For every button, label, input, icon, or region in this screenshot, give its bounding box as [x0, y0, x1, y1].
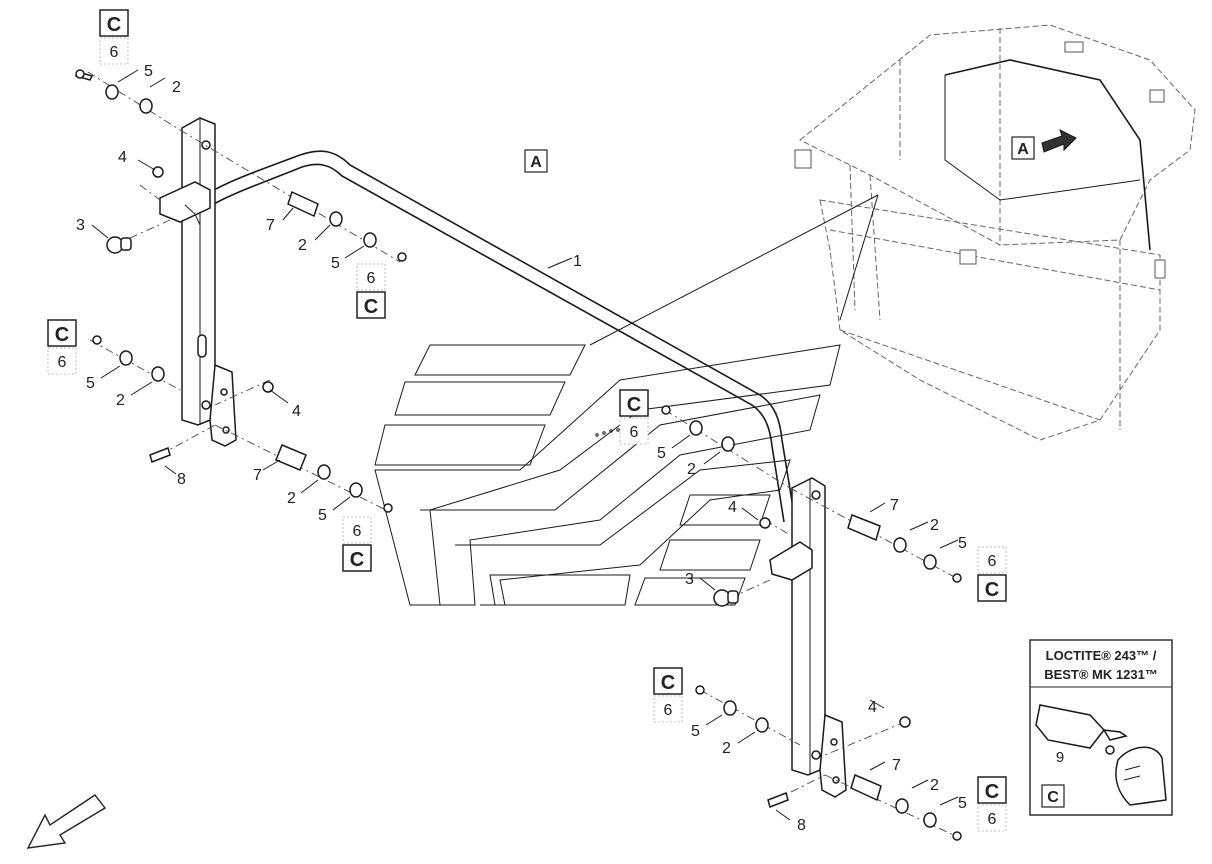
callout-4: 4: [868, 699, 877, 716]
callout-5: 5: [331, 255, 340, 272]
svg-text:C: C: [627, 394, 641, 416]
svg-text:6: 6: [988, 553, 997, 570]
c6-box-top-left: C 6: [99, 9, 129, 65]
legend-callout-9: 9: [1056, 749, 1064, 766]
callout-4: 4: [118, 149, 127, 166]
callout-2: 2: [298, 237, 307, 254]
callout-numbers: 5 2 4 3 7 2 5 1 5 2 4 8 7 2 5 5 2 4 3 7 …: [76, 63, 967, 834]
spacer-icon: [287, 190, 319, 218]
left-upright: [159, 117, 237, 447]
watermark-chevrons: [374, 344, 841, 606]
c6-box-center: C 6: [619, 389, 649, 445]
svg-text:C: C: [661, 672, 675, 694]
svg-text:6: 6: [988, 811, 997, 828]
svg-text:C: C: [364, 296, 378, 318]
callout-7: 7: [892, 757, 901, 774]
callout-2: 2: [687, 461, 696, 478]
svg-text:C: C: [985, 579, 999, 601]
c6-box-bottom-right: C 6: [977, 776, 1007, 832]
callout-8: 8: [797, 817, 806, 834]
hand-rail: [204, 150, 796, 523]
front-direction-arrow-icon: [26, 794, 107, 849]
svg-text:6: 6: [58, 354, 67, 371]
nut-icon: [139, 98, 153, 114]
svg-text:6: 6: [630, 424, 639, 441]
loctite-legend: LOCTITE® 243™ / BEST® MK 1231™ 9 C: [1029, 639, 1173, 816]
svg-text:C: C: [107, 14, 121, 36]
bolt-icon: [74, 69, 94, 81]
callout-5: 5: [318, 507, 327, 524]
callout-1: 1: [573, 253, 582, 270]
callout-7: 7: [253, 467, 262, 484]
svg-text:A: A: [530, 154, 542, 171]
hardware: [74, 69, 962, 841]
callout-5: 5: [144, 63, 153, 80]
c6-box-right-lower-left: C 6: [653, 667, 683, 723]
svg-text:C: C: [350, 549, 364, 571]
callout-5: 5: [86, 375, 95, 392]
callout-2: 2: [930, 777, 939, 794]
callout-2: 2: [172, 79, 181, 96]
svg-text:C: C: [55, 324, 69, 346]
callout-7: 7: [890, 497, 899, 514]
washer-icon: [105, 84, 119, 100]
callout-5: 5: [958, 795, 967, 812]
callout-2: 2: [287, 490, 296, 507]
callout-5: 5: [691, 723, 700, 740]
c6-box-right-upper: 6 C: [977, 546, 1007, 602]
svg-text:6: 6: [367, 270, 376, 287]
svg-text:C: C: [985, 781, 999, 803]
loctite-line-2: BEST® MK 1231™: [1044, 667, 1158, 682]
nut-small-icon: [152, 166, 164, 178]
callout-3: 3: [76, 217, 85, 234]
adhesive-bottle-icon: [1035, 704, 1128, 755]
view-label-a-cab: A: [1011, 129, 1077, 160]
loctite-line-1: LOCTITE® 243™ /: [1046, 648, 1157, 663]
svg-text:6: 6: [353, 523, 362, 540]
callout-2: 2: [116, 392, 125, 409]
hand-icon: [1115, 746, 1167, 806]
callout-3: 3: [685, 571, 694, 588]
callout-8: 8: [177, 471, 186, 488]
view-label-a-main: A: [524, 149, 548, 173]
c6-box-mid-left: C 6: [47, 319, 77, 375]
callout-4: 4: [292, 403, 301, 420]
svg-text:6: 6: [110, 44, 119, 61]
view-direction-arrow-icon: [1041, 129, 1077, 153]
right-upright: [769, 477, 847, 798]
callout-2: 2: [722, 740, 731, 757]
c6-box-upper-middle: 6 C: [356, 263, 386, 319]
callout-5: 5: [958, 535, 967, 552]
callout-leaders: [91, 69, 959, 821]
view-leader-lines: [589, 194, 879, 346]
callout-5: 5: [657, 445, 666, 462]
cab-outline: [794, 24, 1196, 441]
svg-text:C: C: [1047, 789, 1059, 806]
callout-4: 4: [728, 499, 737, 516]
callout-2: 2: [930, 517, 939, 534]
svg-text:6: 6: [664, 702, 673, 719]
svg-text:A: A: [1017, 141, 1029, 158]
callout-7: 7: [266, 217, 275, 234]
c6-box-lower-middle: 6 C: [342, 516, 372, 572]
